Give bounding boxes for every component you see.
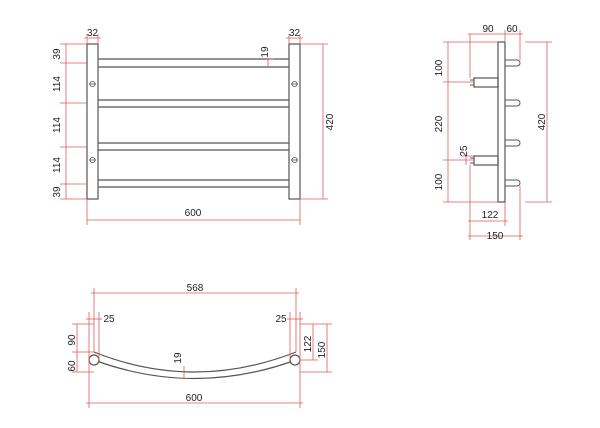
front-left-post bbox=[86, 43, 99, 200]
top-dimension-lines bbox=[72, 288, 332, 408]
front-view: 32 32 19 39 114 114 114 39 420 600 bbox=[52, 28, 336, 225]
top-left-post-dia: 25 bbox=[103, 314, 115, 325]
side-bracket-top: 60 bbox=[506, 24, 518, 35]
top-depth-a: 90 bbox=[67, 334, 78, 346]
front-top-offset: 39 bbox=[52, 48, 63, 60]
front-rail-diameter: 19 bbox=[260, 46, 271, 58]
side-post bbox=[497, 41, 506, 203]
side-depth-top: 90 bbox=[482, 24, 494, 35]
side-dimension-lines bbox=[443, 30, 552, 240]
top-depth-total: 150 bbox=[317, 341, 328, 358]
side-view: 90 60 100 220 25 100 420 122 150 bbox=[434, 24, 552, 242]
front-bottom-offset: 39 bbox=[52, 186, 63, 198]
front-spacing-3: 114 bbox=[52, 157, 63, 173]
side-middle-span: 220 bbox=[434, 115, 445, 132]
front-dimension-lines bbox=[60, 34, 328, 225]
front-rails bbox=[98, 58, 289, 188]
front-mount-points bbox=[89, 81, 298, 163]
front-left-post-width: 32 bbox=[87, 28, 99, 39]
top-right-post bbox=[289, 354, 301, 366]
front-spacing-2: 114 bbox=[52, 117, 63, 133]
side-wall-brackets bbox=[505, 59, 521, 187]
side-lower-rail bbox=[473, 155, 499, 166]
top-rail-outer bbox=[93, 351, 297, 373]
top-rail-dia: 19 bbox=[173, 352, 184, 364]
side-upper-rail bbox=[473, 77, 499, 88]
front-total-width: 600 bbox=[185, 208, 202, 219]
side-lower-rail-height: 100 bbox=[434, 173, 445, 190]
side-lower-rail-dia: 25 bbox=[459, 145, 470, 157]
side-depth-inner: 122 bbox=[482, 210, 499, 221]
front-total-height: 420 bbox=[325, 113, 336, 130]
front-right-post-width: 32 bbox=[289, 28, 301, 39]
top-depth-inner: 122 bbox=[303, 335, 314, 352]
side-upper-rail-height: 100 bbox=[434, 59, 445, 76]
top-total-width: 600 bbox=[186, 393, 203, 404]
top-rail-inner bbox=[93, 359, 297, 380]
side-total-height: 420 bbox=[537, 113, 548, 130]
front-spacing-1: 114 bbox=[52, 76, 63, 92]
top-inner-width: 568 bbox=[187, 283, 204, 294]
front-right-post bbox=[288, 43, 301, 200]
top-right-post-dia: 25 bbox=[275, 314, 287, 325]
side-depth-total: 150 bbox=[487, 231, 504, 242]
top-depth-b: 60 bbox=[67, 360, 78, 372]
top-left-post bbox=[88, 354, 100, 366]
top-view: 568 25 25 19 90 60 122 150 600 bbox=[67, 283, 332, 408]
